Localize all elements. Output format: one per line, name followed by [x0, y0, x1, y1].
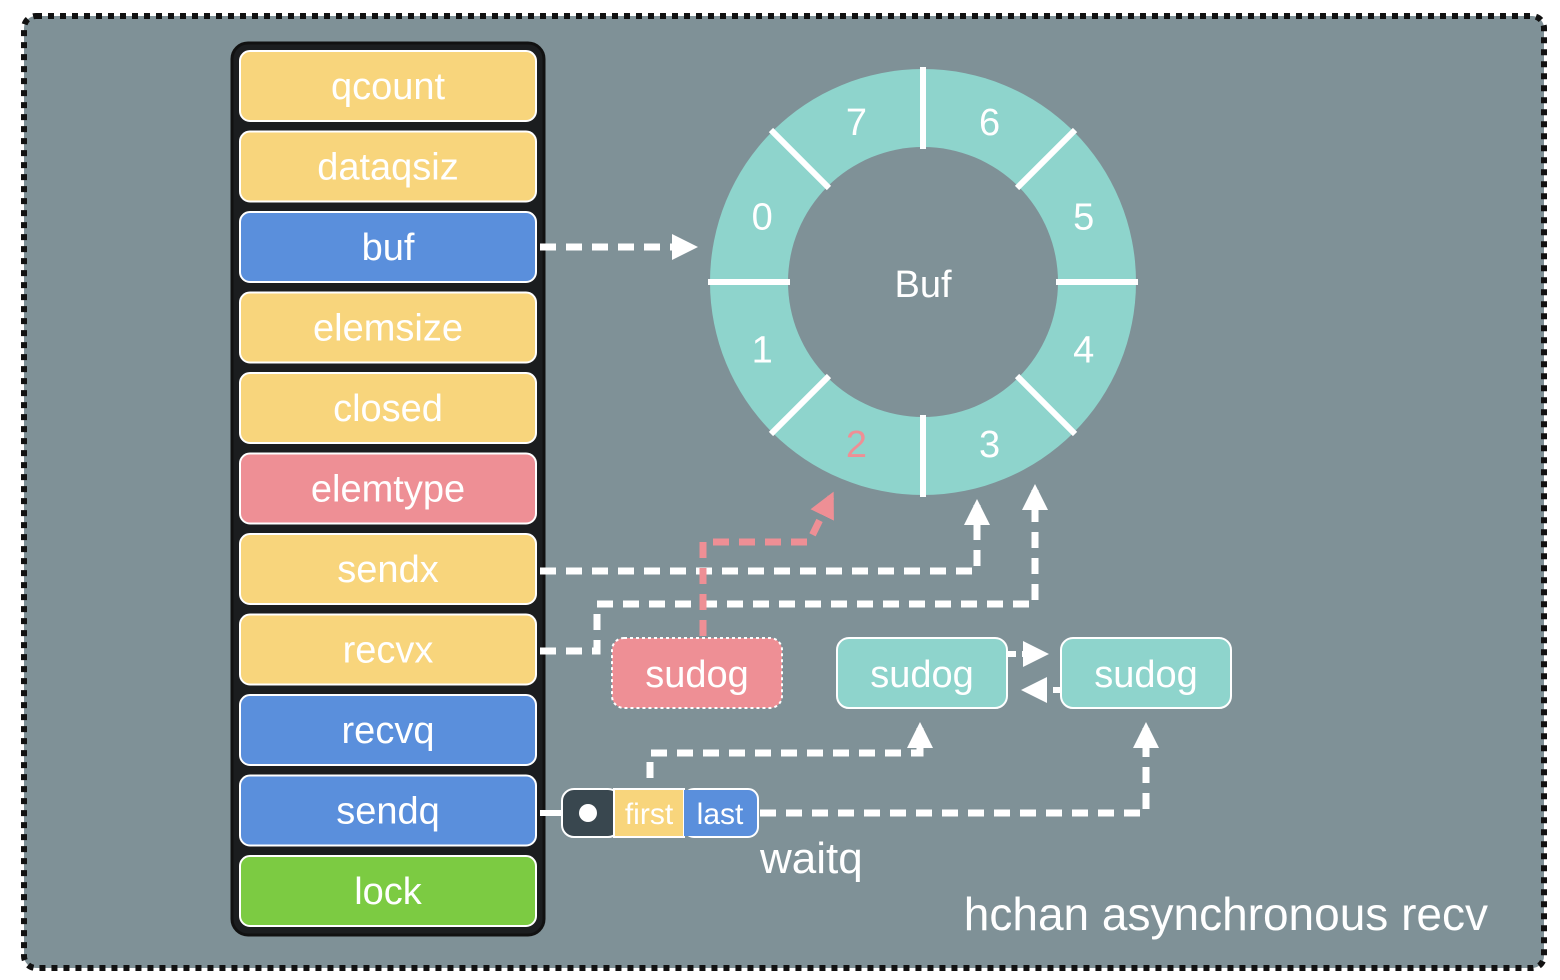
queue-sudog-label-1: sudog [870, 654, 974, 696]
field-sendq [239, 774, 537, 847]
ring-divider [768, 373, 832, 437]
field-label-elemsize: elemsize [313, 308, 463, 350]
queue-sudog-box-2 [1060, 637, 1232, 709]
connectors [540, 234, 1159, 817]
ring-center-label: Buf [894, 264, 951, 306]
ring-divider [1014, 127, 1078, 191]
field-recvq [239, 694, 537, 766]
recvx-pointer-arrow [540, 484, 1048, 655]
field-elemsize [239, 291, 537, 364]
field-label-closed: closed [333, 388, 443, 430]
diagram-caption: hchan asynchronous recv [964, 888, 1488, 940]
waitq-pointer-dot [579, 804, 597, 822]
queue-sudog-box-1 [836, 637, 1008, 709]
hchan-struct: qcount dataqsiz buf elemsize closed elemtype s… [230, 41, 546, 937]
ring-slot-label-4: 4 [1073, 330, 1094, 372]
field-buf [239, 211, 537, 283]
ring-slot-label-7: 7 [846, 102, 867, 144]
ring-divider [768, 127, 832, 191]
ring-slot-label-0: 0 [752, 196, 773, 238]
receiver-sudog-label: sudog [645, 654, 749, 696]
field-label-buf: buf [362, 227, 415, 269]
field-sendx [239, 533, 537, 605]
field-recvx [239, 613, 537, 686]
field-label-lock: lock [354, 871, 423, 913]
field-lock [239, 855, 537, 927]
waitq-last-cell-square [684, 790, 704, 836]
ring-buffer-inner [788, 147, 1058, 417]
field-label-sendx: sendx [337, 549, 438, 591]
field-label-dataqsiz: dataqsiz [317, 147, 459, 189]
ring-buffer: 0 1 2 3 4 5 6 7 Buf [708, 67, 1138, 497]
ring-slot-label-3: 3 [979, 424, 1000, 466]
sendx-pointer-arrow [540, 499, 990, 575]
waitq-first-arrow [646, 722, 933, 778]
field-label-qcount: qcount [331, 66, 446, 108]
hchan-fields: qcount dataqsiz buf elemsize closed elemtype s… [239, 50, 537, 927]
ring-slot-label-2: 2 [846, 424, 867, 466]
field-closed [239, 372, 537, 444]
ring-slot-label-1: 1 [752, 330, 773, 372]
ring-divider [1014, 373, 1078, 437]
waitq-caption: waitq [759, 834, 863, 883]
field-qcount [239, 50, 537, 122]
queue-sudog-label-2: sudog [1094, 654, 1198, 696]
receiver-sudog-box [611, 637, 783, 709]
waitq-first-cell [613, 788, 685, 838]
field-dataqsiz [239, 130, 537, 203]
waitq-last-arrow [760, 722, 1159, 817]
sudogs: sudog sudog sudog [611, 637, 1232, 709]
field-label-sendq: sendq [336, 791, 440, 833]
ring-dividers [708, 67, 1138, 497]
ring-slot-label-5: 5 [1073, 196, 1094, 238]
ring-slots: 0 1 2 3 4 5 6 7 [752, 102, 1095, 466]
waitq: first last waitq [561, 788, 863, 883]
waitq-first-label: first [625, 798, 674, 831]
ring-slot-label-6: 6 [979, 102, 1000, 144]
waitq-last-label: last [697, 798, 744, 831]
field-label-recvq: recvq [342, 710, 435, 752]
field-label-recvx: recvx [343, 630, 434, 672]
field-elemtype [239, 452, 537, 525]
field-label-elemtype: elemtype [311, 469, 465, 511]
